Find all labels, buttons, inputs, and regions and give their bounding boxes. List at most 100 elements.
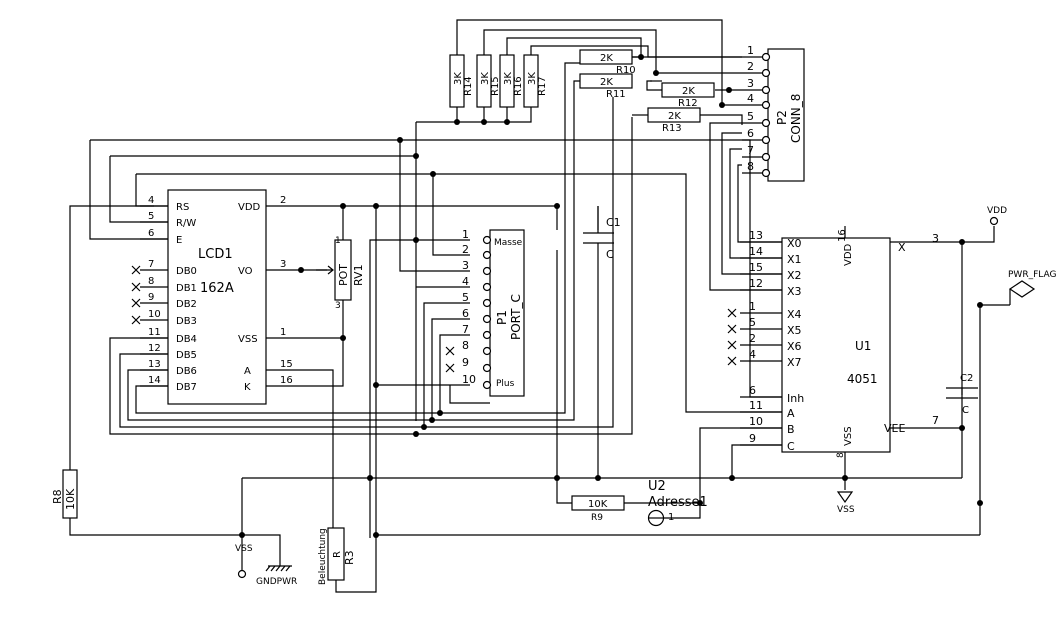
lcd1-pin-name: DB0 [176, 266, 197, 277]
junctions [239, 54, 983, 538]
pwr-flag-symbol [1008, 280, 1036, 298]
lcd1-pin-num: 15 [280, 359, 293, 370]
lcd1-value: 162A [200, 281, 234, 296]
resistor-ref: R13 [662, 123, 682, 134]
junction [340, 203, 346, 209]
p1-pin-pad [482, 314, 492, 324]
lcd1-body [167, 189, 267, 405]
resistor-ref: R11 [606, 89, 626, 100]
r9-body [571, 495, 625, 511]
junction [719, 102, 725, 108]
p2-pin-pad [761, 100, 771, 110]
junction [430, 171, 436, 177]
resistor-body [449, 54, 465, 108]
lcd1-pin-name: VDD [238, 202, 261, 213]
u1-x-num: 3 [932, 232, 939, 245]
u1-pin-num: 10 [749, 415, 763, 428]
lcd1-pin-name: DB1 [176, 283, 197, 294]
lcd1-pin-name: E [176, 235, 182, 246]
p1-pin-pad [482, 330, 492, 340]
u1-pin-name: X6 [787, 340, 802, 353]
junction [454, 119, 460, 125]
c1-ref: C1 [606, 216, 621, 229]
resistor-value: 3K [527, 72, 538, 85]
p2-pin-num: 1 [747, 44, 754, 57]
junction [373, 203, 379, 209]
lcd1-pin-num: 13 [148, 359, 161, 370]
lcd1-pin-name: R/W [176, 218, 196, 229]
u1-pin-name: A [787, 407, 795, 420]
p2-body [767, 48, 805, 182]
p2-pin-num: 6 [747, 127, 754, 140]
resistor-body [499, 54, 515, 108]
u2-value: Adresse1 [648, 495, 708, 510]
u1-pin-name: X4 [787, 308, 802, 321]
p2-pin-num: 8 [747, 160, 754, 173]
lcd1-ref: LCD1 [198, 247, 233, 262]
lcd1-pin-name: DB3 [176, 316, 197, 327]
junction [373, 532, 379, 538]
p1-pin-num: 10 [462, 373, 476, 386]
p1-pin-pad [482, 298, 492, 308]
lcd1-pin-name: DB2 [176, 299, 197, 310]
junction [413, 153, 419, 159]
resistor-ref: R12 [678, 98, 698, 109]
u1-pin-num: 9 [749, 432, 756, 445]
r3-note: Beleuchtung [318, 528, 328, 585]
junction [554, 475, 560, 481]
resistor-value: 3K [503, 72, 514, 85]
u1-vdd-label: VDD [843, 243, 854, 266]
p2-pin-pad [761, 152, 771, 162]
vss-right-label: VSS [837, 505, 855, 515]
c1-component: C1 C [583, 206, 621, 261]
no-connect-mark [727, 340, 737, 350]
no-connect-mark [131, 282, 141, 292]
u1-x-label: X [898, 241, 906, 254]
lcd1-pin-num: 3 [280, 259, 286, 270]
c1-value: C [606, 248, 614, 261]
p1-pin-num: 6 [462, 307, 469, 320]
vss-left-label: VSS [235, 544, 253, 554]
p2-pin-pad [761, 68, 771, 78]
p2-value: CONN_8 [789, 94, 803, 143]
resistor-value: 2K [668, 111, 681, 122]
no-connect-mark [131, 298, 141, 308]
no-connect-mark [445, 346, 455, 356]
lcd1-pin-num: 12 [148, 343, 161, 354]
u1-pin-num: 11 [749, 399, 763, 412]
p1-label-plus: Plus [496, 379, 515, 389]
resistor-ref: R17 [537, 76, 548, 96]
junction [429, 417, 435, 423]
resistor-ref: R15 [490, 76, 501, 96]
resistor-value: 3K [480, 72, 491, 85]
p2-pin-num: 4 [747, 92, 754, 105]
u1-pin-num: 13 [749, 229, 763, 242]
u1-pin-name: X2 [787, 269, 802, 282]
junction [298, 267, 304, 273]
u1-pin-num: 4 [749, 348, 756, 361]
p1-pin-num: 7 [462, 323, 469, 336]
lcd1-pin-name: K [244, 382, 251, 393]
rv1-pin3: 3 [335, 301, 341, 311]
p2-pin-num: 7 [747, 144, 754, 157]
lcd1-pin-num: 4 [148, 195, 154, 206]
u1-body [781, 237, 891, 453]
rv1-value: POT [337, 264, 350, 286]
junction [726, 87, 732, 93]
p1-ref: P1 [495, 310, 509, 325]
lcd1-pin-num: 6 [148, 228, 154, 239]
resistor-body [579, 49, 633, 65]
resistor-value: 3K [453, 72, 464, 85]
no-connect-mark [445, 363, 455, 373]
u1-pin-name: X0 [787, 237, 802, 250]
p2-pin-num: 3 [747, 77, 754, 90]
u1-pin-num: 6 [749, 384, 756, 397]
p2-pin-pad [761, 135, 771, 145]
junction [239, 532, 245, 538]
p2-pin-pad [761, 52, 771, 62]
p1-pin-pad [482, 250, 492, 260]
u1-pin-num: 2 [749, 332, 756, 345]
u1-value: 4051 [847, 372, 878, 386]
